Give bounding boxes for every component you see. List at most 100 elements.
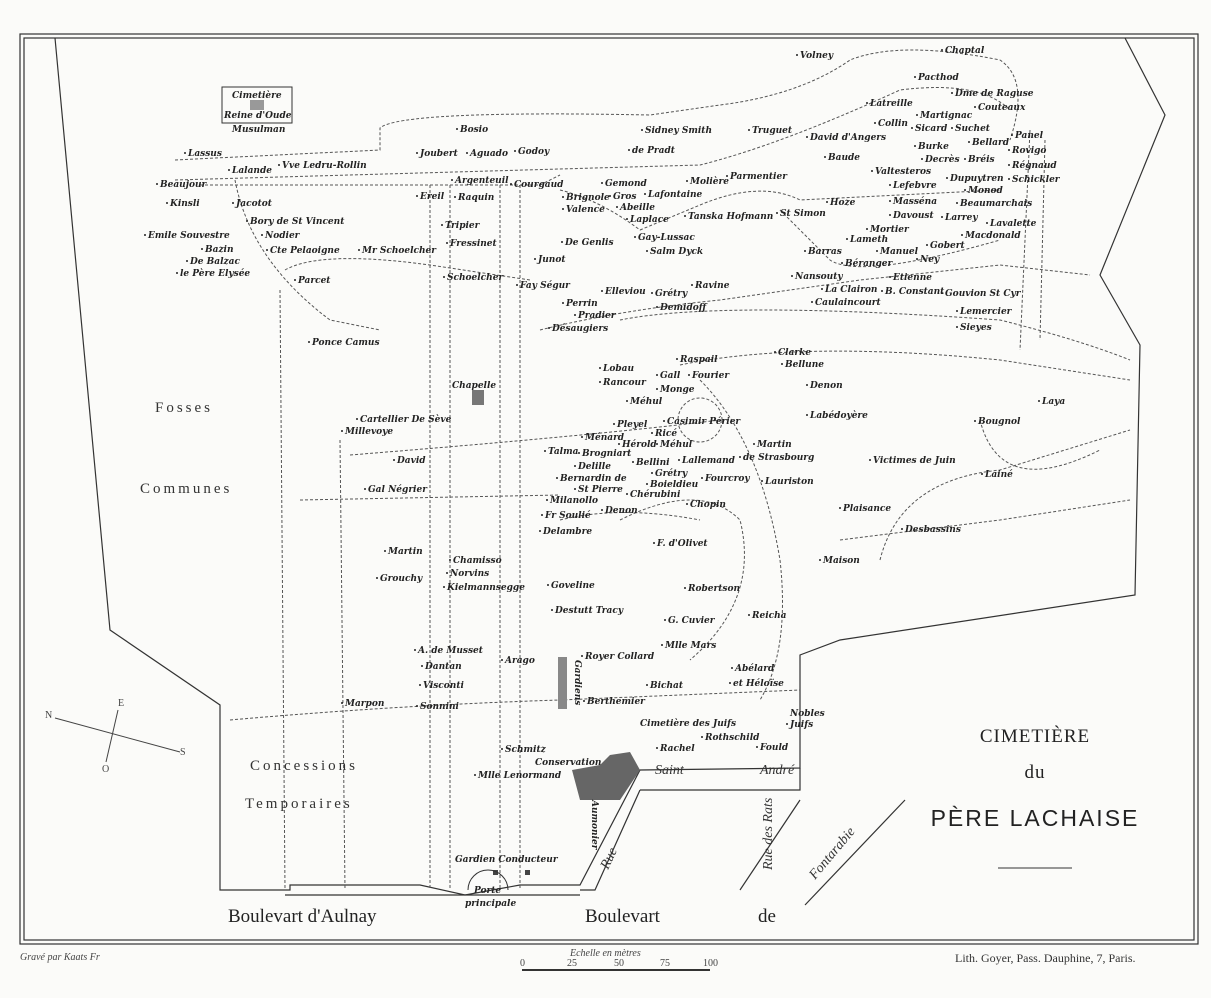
tomb-marker [786,723,788,725]
tomb-label: Tripier [445,221,481,231]
tomb-marker [201,248,203,250]
tomb-label: Sieyes [960,323,992,333]
tomb-label: De Genlis [564,238,614,248]
tomb-marker [601,509,603,511]
tomb-marker [869,459,871,461]
tomb-label: Mlle Lenormand [477,771,562,781]
title-line2: du [1025,762,1046,783]
tomb-marker [232,202,234,204]
tomb-marker [866,228,868,230]
tomb-label: Ricé [654,428,677,439]
tomb-marker [562,196,564,198]
tomb-label: David d'Angers [809,133,886,143]
map-frame [19,33,1199,945]
tomb-marker [651,292,653,294]
principale-label: principale [465,899,516,909]
scale-tick: 0 [520,958,525,969]
tomb-label: Abélard [734,663,775,674]
tomb-label: Schickler [1012,175,1061,185]
tomb-label: Arago [504,656,535,666]
tomb-label: Etienne [892,273,932,283]
tomb-label: St Pierre [578,485,623,495]
tomb-marker [641,129,643,131]
tomb-marker [826,201,828,203]
tomb-marker [748,614,750,616]
tomb-label: Régnaud [1011,160,1057,171]
tomb-label: Lefebvre [892,181,937,191]
tomb-label: Nansouty [794,272,843,282]
compass-s: S [180,747,186,758]
tomb-label: Labédoyère [809,410,868,421]
tomb-marker [446,242,448,244]
tomb-label: Martin [387,547,423,557]
tomb-marker [626,400,628,402]
tomb-label: Pleyel [616,420,648,430]
tomb-label: Desbassins [904,525,961,535]
tomb-marker [228,169,230,171]
tomb-marker [661,644,663,646]
tomb-marker [341,702,343,704]
tomb-label: Milanollo [549,496,598,506]
tomb-marker [956,202,958,204]
tomb-label: Gall [660,371,681,381]
tomb-label: Lalande [231,166,272,176]
tomb-label: David [396,456,426,466]
tomb-label: Raspail [679,355,718,365]
tomb-label: Vve Ledru-Rollin [282,161,367,171]
tomb-label: Truguet [752,126,793,136]
tomb-marker [456,128,458,130]
tomb-label: Valence [566,205,605,215]
tomb-marker [574,488,576,490]
tomb-label: Parcet [297,276,331,286]
tomb-marker [776,212,778,214]
tomb-label: Lavalette [989,219,1037,229]
tomb-marker [846,238,848,240]
tomb-label: Destutt Tracy [554,606,624,616]
musulman-cemetery-box [221,86,293,124]
tomb-marker [384,550,386,552]
tomb-marker [676,358,678,360]
tomb-label: Courgaud [514,180,564,190]
tomb-marker [578,452,580,454]
tomb-label: Mortier [869,225,910,235]
tomb-label: Bazin [204,245,234,255]
tomb-label: St Simon [780,209,826,219]
tomb-marker [626,218,628,220]
musulman-title: Cimetière [232,90,282,101]
tomb-marker [941,49,943,51]
tomb-label: Larrey [944,213,978,223]
tomb-label: Perrin [565,299,598,309]
street-aulnay: Boulevart d'Aulnay [228,906,377,927]
tomb-label: Bosio [459,125,488,135]
tomb-marker [701,477,703,479]
compass-n: N [45,710,52,721]
tomb-label: Casimir Périer [667,416,741,427]
tomb-marker [516,284,518,286]
scale-bar: Echelle en mètres 0 25 50 75 100 [520,948,718,971]
tomb-marker [632,461,634,463]
tomb-marker [889,200,891,202]
tomb-marker [916,258,918,260]
street-rue: Rue [598,846,621,873]
tomb-marker [393,459,395,461]
tomb-label: Tanska Hofmann [688,212,773,222]
scale-label: Echelle en mètres [569,948,641,959]
scale-tick: 75 [660,958,670,969]
tomb-marker [443,586,445,588]
tomb-marker [581,436,583,438]
tomb-marker [914,76,916,78]
tomb-marker [646,483,648,485]
tomb-label: Fressinet [449,239,498,249]
tomb-label: Raquin [457,193,494,203]
tomb-marker [748,129,750,131]
tomb-label: Dupuytren [949,174,1004,184]
tomb-marker [562,208,564,210]
tomb-marker [686,180,688,182]
tomb-label: La Clairon [824,285,877,295]
tomb-marker [956,326,958,328]
tomb-marker [651,472,653,474]
tomb-marker [294,279,296,281]
tomb-label: Macdonald [964,231,1021,241]
tomb-marker [626,493,628,495]
